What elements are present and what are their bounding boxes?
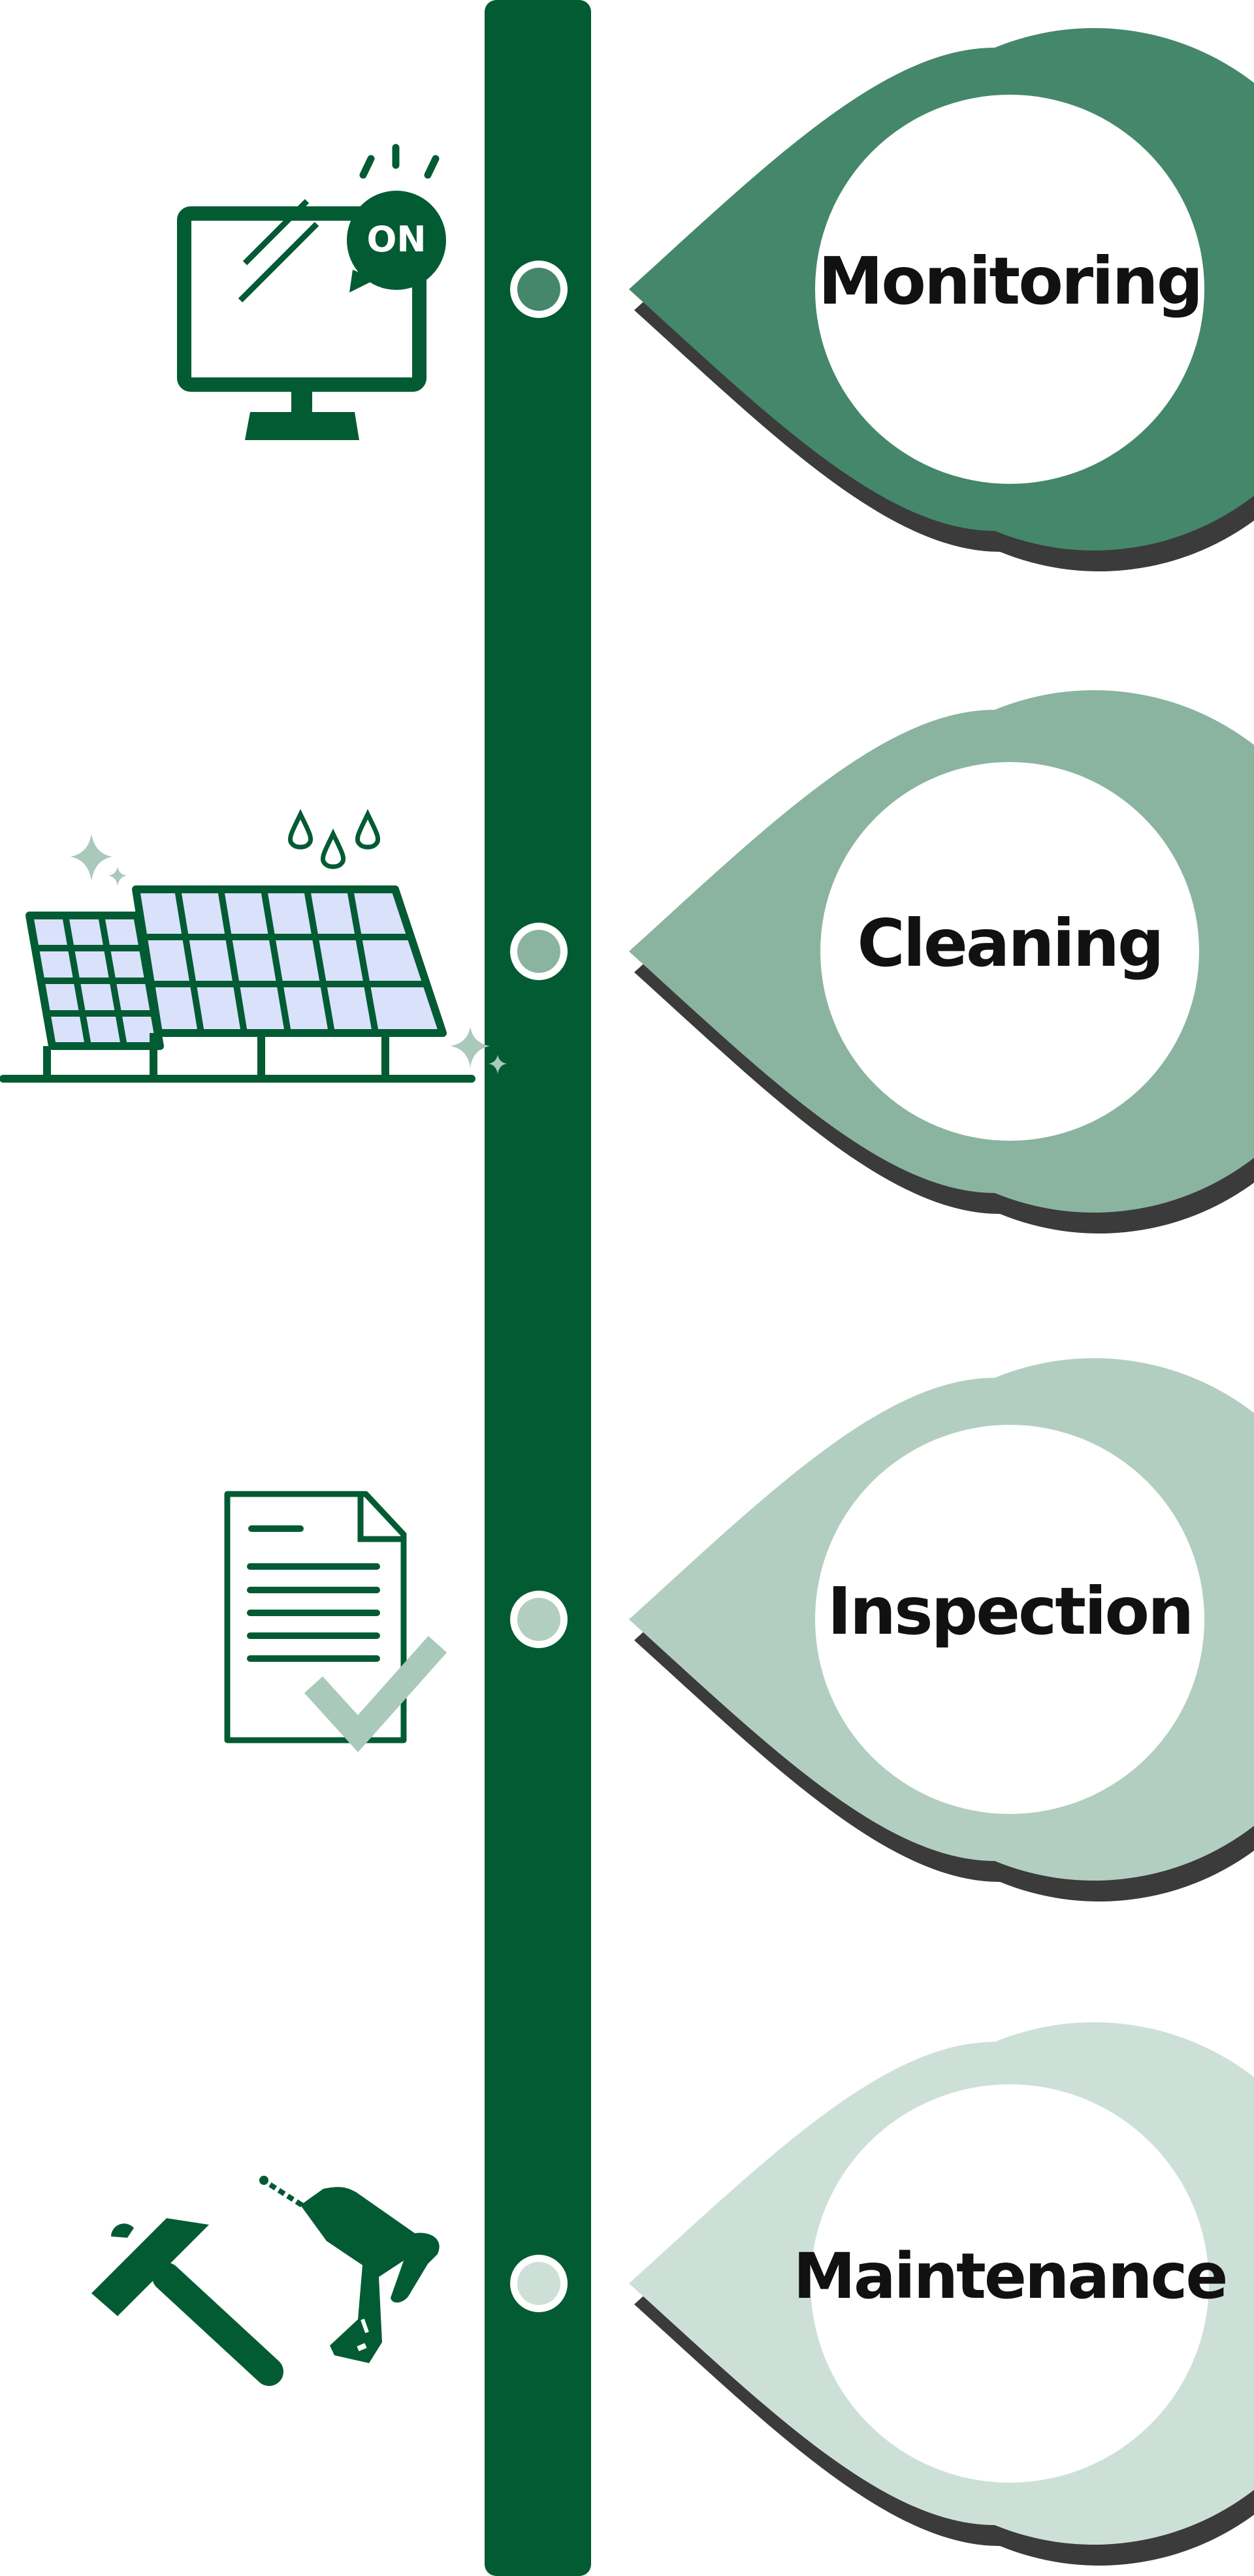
timeline-node-dot bbox=[517, 1598, 560, 1641]
step-marker: Inspection bbox=[629, 1358, 1254, 1901]
timeline-node-dot bbox=[517, 930, 560, 973]
monitor-on-icon: ON bbox=[177, 144, 446, 440]
step-marker: Monitoring bbox=[629, 28, 1254, 571]
step-label: Inspection bbox=[828, 1573, 1193, 1649]
solar-panel-icon bbox=[0, 808, 507, 1083]
timeline-node-dot bbox=[517, 268, 560, 311]
step-marker: Maintenance bbox=[629, 2022, 1254, 2566]
step-monitoring: Monitoring ON bbox=[177, 28, 1254, 571]
step-label: Monitoring bbox=[818, 243, 1202, 319]
step-inspection: Inspection bbox=[224, 1358, 1254, 1901]
timeline-node-dot bbox=[517, 2262, 560, 2305]
step-marker: Cleaning bbox=[629, 690, 1254, 1233]
step-cleaning: Cleaning bbox=[0, 690, 1254, 1233]
on-badge-text: ON bbox=[366, 219, 426, 260]
step-label: Cleaning bbox=[857, 905, 1162, 981]
timeline-spine bbox=[485, 0, 591, 2576]
step-maintenance: Maintenance bbox=[91, 2022, 1254, 2566]
hammer-drill-icon bbox=[91, 2176, 440, 2386]
step-label: Maintenance bbox=[793, 2240, 1226, 2313]
checklist-document-icon bbox=[224, 1491, 447, 1753]
